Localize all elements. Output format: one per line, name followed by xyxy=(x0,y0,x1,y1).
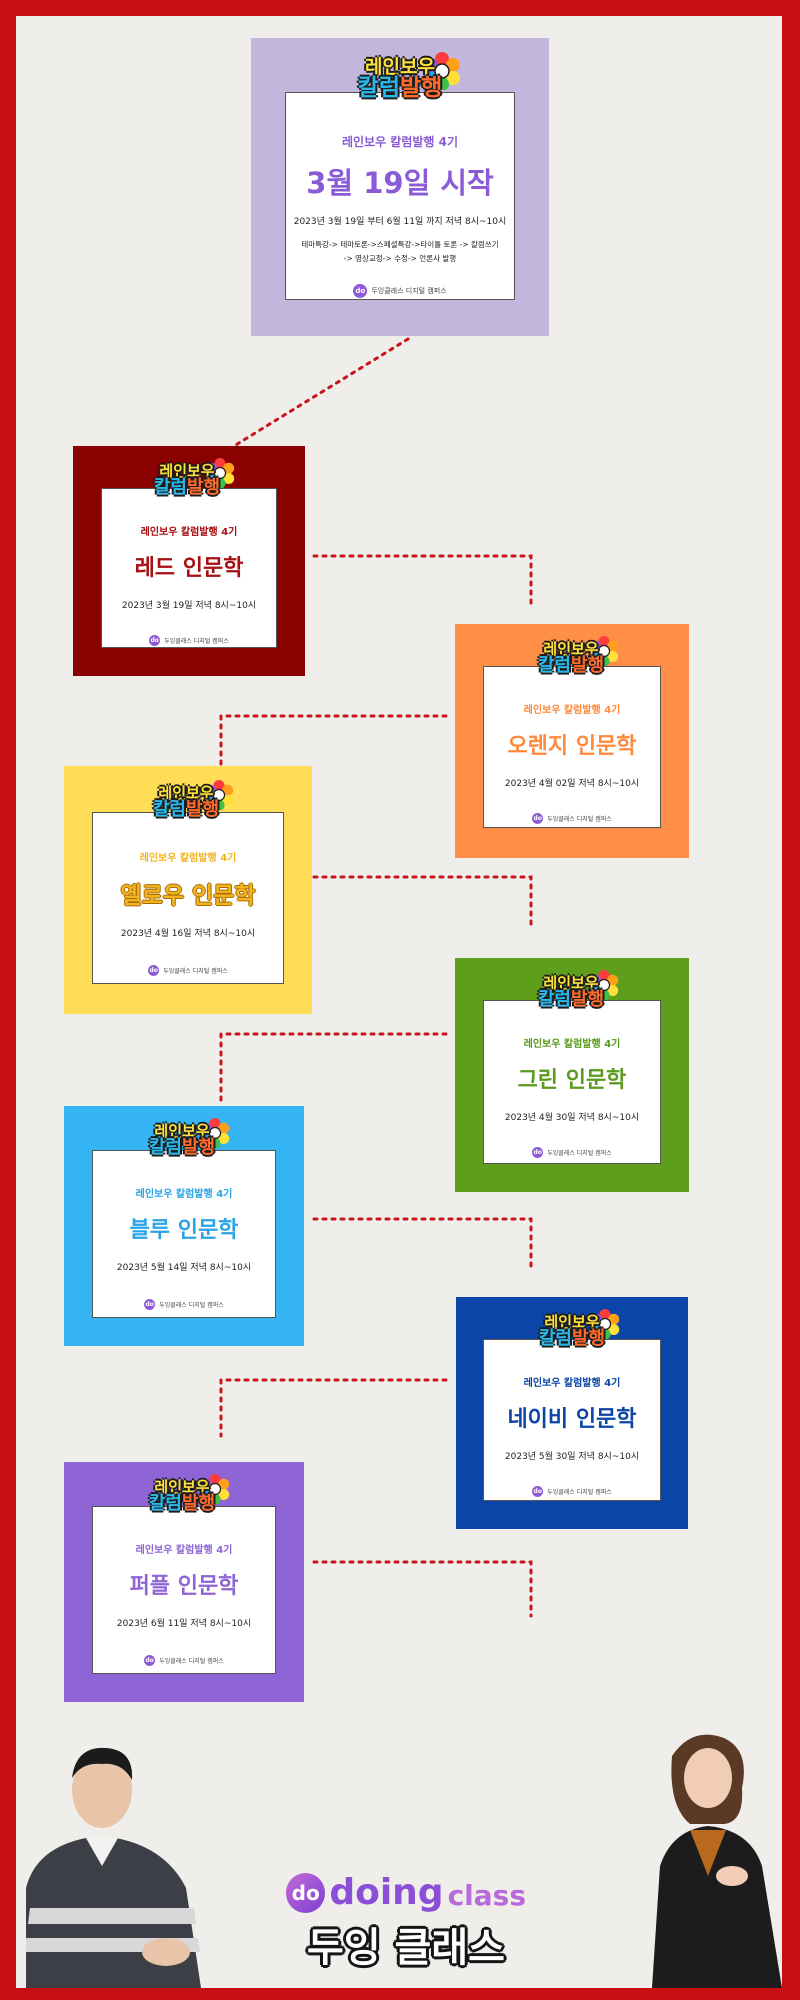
connector-green-blue xyxy=(219,1032,448,1103)
card-purple: 레인보우 칼럼발행 레인보우 칼럼발행 4기 퍼플 인문학 2023년 6월 1… xyxy=(64,1462,304,1702)
main-title: 3월 19일 시작 xyxy=(306,166,494,200)
brand-footer: do 두잉클래스 디지털 캠퍼스 xyxy=(149,635,229,646)
logo-word: doing xyxy=(329,1872,444,1913)
logo-suffix: class xyxy=(447,1879,526,1912)
brand-footer: do 두잉클래스 디지털 캠퍼스 xyxy=(144,1655,224,1666)
card-subtitle: 레인보우 칼럼발행 4기 xyxy=(139,853,237,864)
rainbow-column-logo: 레인보우 칼럼발행 xyxy=(537,640,605,676)
rainbow-flower-icon xyxy=(424,52,460,90)
brand-footer: do 두잉클래스 디지털 캠퍼스 xyxy=(532,1147,612,1158)
rainbow-flower-icon xyxy=(204,780,234,810)
brand-footer: do 두잉클래스 디지털 캠퍼스 xyxy=(532,813,612,824)
card-inner: 레인보우 칼럼발행 4기 퍼플 인문학 2023년 6월 11일 저녁 8시~1… xyxy=(92,1506,276,1674)
card-inner: 레인보우 칼럼발행 4기 그린 인문학 2023년 4월 30일 저녁 8시~1… xyxy=(483,1000,661,1164)
connector-main-red xyxy=(232,337,410,448)
card-title: 블루 인문학 xyxy=(129,1218,239,1243)
rainbow-flower-icon xyxy=(589,636,619,666)
main-subtitle: 레인보우 칼럼발행 4기 xyxy=(341,135,459,149)
brand-footer: do 두잉클래스 디지털 캠퍼스 xyxy=(144,1299,224,1310)
card-title: 네이비 인문학 xyxy=(507,1407,637,1432)
card-subtitle: 레인보우 칼럼발행 4기 xyxy=(523,1378,621,1389)
brand-mark-icon: do xyxy=(532,813,544,824)
card-red: 레인보우 칼럼발행 레인보우 칼럼발행 4기 레드 인문학 2023년 3월 1… xyxy=(73,446,305,676)
brand-mark-icon: do xyxy=(353,284,368,298)
rainbow-column-logo: 레인보우 칼럼발행 xyxy=(538,1313,606,1349)
rainbow-column-logo: 레인보우 칼럼발행 xyxy=(537,974,605,1010)
brand-mark-icon: do xyxy=(148,965,160,976)
logo-line2a: 칼럼 xyxy=(357,75,400,101)
rainbow-flower-icon xyxy=(200,1474,230,1504)
card-title: 그린 인문학 xyxy=(517,1068,627,1093)
brand-mark-icon: do xyxy=(144,1299,156,1310)
card-inner: 레인보우 칼럼발행 4기 레드 인문학 2023년 3월 19일 저녁 8시~1… xyxy=(101,488,277,648)
card-subtitle: 레인보우 칼럼발행 4기 xyxy=(135,1189,233,1200)
page-canvas: 레인보우 칼럼발행 레인보우 칼럼발행 4기 3월 19일 시작 2023년 3… xyxy=(16,16,782,1988)
brand-mark-icon: do xyxy=(144,1655,156,1666)
card-title: 퍼플 인문학 xyxy=(129,1574,239,1599)
brand-mark-icon: do xyxy=(149,635,161,646)
card-date: 2023년 4월 02일 저녁 8시~10시 xyxy=(504,779,640,789)
main-card-inner: 레인보우 칼럼발행 4기 3월 19일 시작 2023년 3월 19일 부터 6… xyxy=(285,92,515,300)
main-card: 레인보우 칼럼발행 레인보우 칼럼발행 4기 3월 19일 시작 2023년 3… xyxy=(251,38,549,336)
card-date: 2023년 4월 16일 저녁 8시~10시 xyxy=(120,929,256,939)
rainbow-flower-icon xyxy=(205,458,235,488)
rainbow-column-logo: 레인보우 칼럼발행 xyxy=(153,462,221,498)
card-title: 오렌지 인문학 xyxy=(507,734,637,759)
card-inner: 레인보우 칼럼발행 4기 네이비 인문학 2023년 5월 30일 저녁 8시~… xyxy=(483,1339,661,1501)
rainbow-flower-icon xyxy=(200,1118,230,1148)
main-flow-line2: -> 영상교정-> 수정-> 언론사 발행 xyxy=(343,254,457,263)
rainbow-flower-icon xyxy=(589,970,619,1000)
footer-title: 두잉 클래스 xyxy=(307,1925,505,1971)
brand-name: 두잉클래스 디지털 캠퍼스 xyxy=(371,287,447,295)
card-title: 레드 인문학 xyxy=(134,556,244,581)
brand-mark-icon: do xyxy=(532,1486,544,1497)
rainbow-column-logo: 레인보우 칼럼발행 xyxy=(148,1122,216,1158)
card-subtitle: 레인보우 칼럼발행 4기 xyxy=(135,1545,233,1556)
logo-line2b: 발행 xyxy=(400,75,443,101)
card-inner: 레인보우 칼럼발행 4기 옐로우 인문학 2023년 4월 16일 저녁 8시~… xyxy=(92,812,284,984)
logo-line1: 레인보우 xyxy=(365,56,435,78)
brand-footer: do 두잉클래스 디지털 캠퍼스 xyxy=(532,1486,612,1497)
card-subtitle: 레인보우 칼럼발행 4기 xyxy=(140,527,238,538)
connector-yellow-green xyxy=(312,875,533,926)
doing-class-logo: do doing class 두잉 클래스 xyxy=(286,1872,526,1973)
card-date: 2023년 3월 19일 저녁 8시~10시 xyxy=(121,601,257,611)
rainbow-column-logo: 레인보우 칼럼발행 xyxy=(148,1478,216,1514)
card-date: 2023년 5월 30일 저녁 8시~10시 xyxy=(504,1452,640,1462)
card-inner: 레인보우 칼럼발행 4기 오렌지 인문학 2023년 4월 02일 저녁 8시~… xyxy=(483,666,661,828)
dotted-connectors xyxy=(219,337,533,1618)
connector-red-orange xyxy=(312,554,533,610)
do-logo-icon: do xyxy=(286,1872,326,1913)
rainbow-flower-icon xyxy=(590,1309,620,1339)
main-date: 2023년 3월 19일 부터 6월 11일 까지 저녁 8시~10시 xyxy=(293,217,507,227)
connector-orange-yellow xyxy=(219,714,448,768)
card-navy: 레인보우 칼럼발행 레인보우 칼럼발행 4기 네이비 인문학 2023년 5월 … xyxy=(456,1297,688,1529)
card-title: 옐로우 인문학 xyxy=(120,883,256,909)
card-inner: 레인보우 칼럼발행 4기 블루 인문학 2023년 5월 14일 저녁 8시~1… xyxy=(92,1150,276,1318)
brand-footer: do 두잉클래스 디지털 캠퍼스 xyxy=(286,284,514,298)
card-yellow: 레인보우 칼럼발행 레인보우 칼럼발행 4기 옐로우 인문학 2023년 4월 … xyxy=(64,766,312,1014)
card-subtitle: 레인보우 칼럼발행 4기 xyxy=(523,1039,621,1050)
card-subtitle: 레인보우 칼럼발행 4기 xyxy=(523,705,621,716)
card-orange: 레인보우 칼럼발행 레인보우 칼럼발행 4기 오렌지 인문학 2023년 4월 … xyxy=(455,624,689,858)
instructor-male-photo xyxy=(26,1747,201,1988)
rainbow-column-logo: 레인보우 칼럼발행 xyxy=(345,58,455,100)
card-date: 2023년 6월 11일 저녁 8시~10시 xyxy=(116,1619,252,1629)
main-flow-line1: 테마특강-> 테마토론->스페셜특강->타이틀 토론 -> 칼럼쓰기 xyxy=(301,240,499,249)
doing-class-wordmark: do doing class xyxy=(286,1872,526,1913)
brand-footer: do 두잉클래스 디지털 캠퍼스 xyxy=(148,965,228,976)
card-green: 레인보우 칼럼발행 레인보우 칼럼발행 4기 그린 인문학 2023년 4월 3… xyxy=(455,958,689,1192)
brand-mark-icon: do xyxy=(532,1147,544,1158)
connector-navy-purple xyxy=(219,1378,448,1438)
connector-purple-end xyxy=(312,1560,533,1618)
card-date: 2023년 5월 14일 저녁 8시~10시 xyxy=(116,1263,252,1273)
card-blue: 레인보우 칼럼발행 레인보우 칼럼발행 4기 블루 인문학 2023년 5월 1… xyxy=(64,1106,304,1346)
card-date: 2023년 4월 30일 저녁 8시~10시 xyxy=(504,1113,640,1123)
connector-blue-navy xyxy=(312,1217,533,1273)
rainbow-column-logo: 레인보우 칼럼발행 xyxy=(152,784,220,820)
instructor-female-photo xyxy=(652,1734,782,1988)
